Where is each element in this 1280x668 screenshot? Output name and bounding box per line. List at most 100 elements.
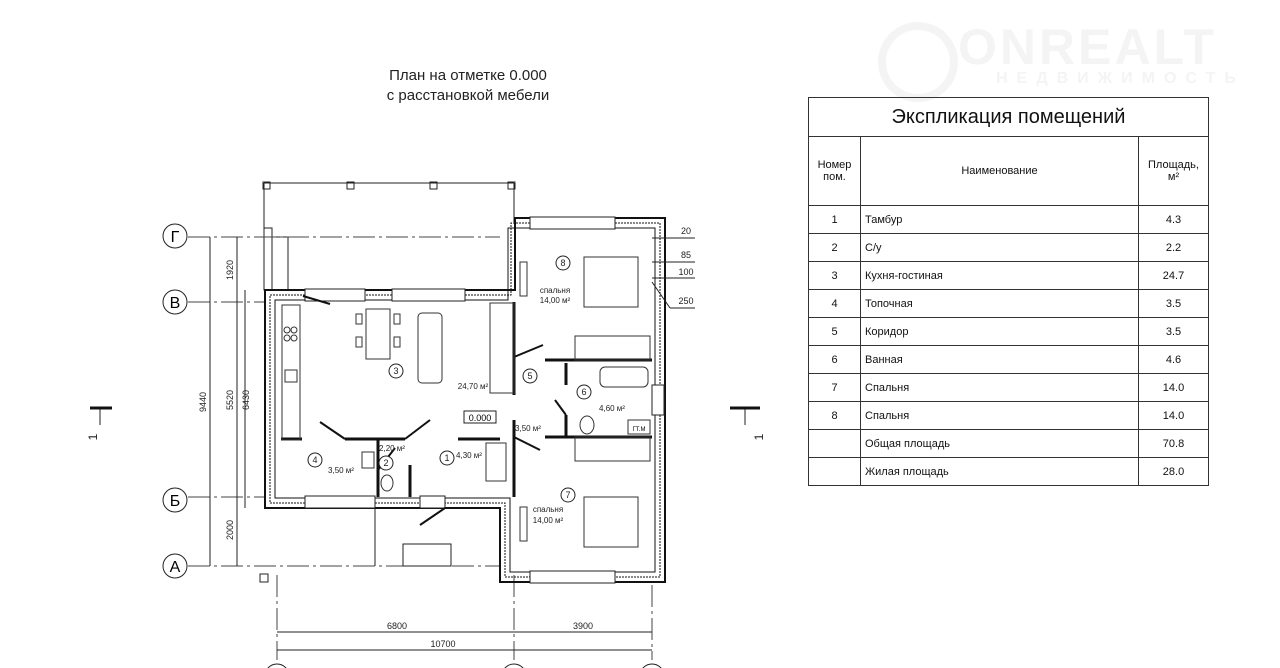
dim-wall-85: 85 <box>681 250 691 260</box>
svg-text:8: 8 <box>560 258 565 268</box>
room-4: 4 3,50 м² <box>307 452 354 475</box>
table-header: Номер пом. Наименование Площадь, м² <box>808 136 1209 206</box>
svg-text:24,70 м²: 24,70 м² <box>458 382 489 391</box>
toilet-icon <box>579 415 595 435</box>
dim-bottom-2: 3900 <box>573 621 593 631</box>
row-num: 1 <box>808 205 861 234</box>
room-schedule-table: Экспликация помещений Номер пом. Наимено… <box>808 97 1209 486</box>
row-num: 8 <box>808 401 861 430</box>
plan-title-line1: План на отметке 0.000 <box>389 67 547 84</box>
row-name: Коридор <box>860 317 1139 346</box>
dining-table <box>365 308 391 360</box>
row-area: 3.5 <box>1138 317 1209 346</box>
row-name: Жилая площадь <box>860 457 1139 486</box>
header-num: Номер пом. <box>808 136 861 206</box>
row-area: 4.3 <box>1138 205 1209 234</box>
svg-text:4,30 м²: 4,30 м² <box>456 451 482 460</box>
svg-text:2: 2 <box>383 458 388 468</box>
terrace <box>262 181 516 291</box>
room-5: 5 3,50 м² <box>515 368 541 433</box>
room-2: 2 2,20 м² <box>378 444 405 471</box>
furniture <box>281 256 651 548</box>
sink-icon <box>284 369 298 383</box>
room-3: 3 24,70 м² <box>388 363 489 391</box>
level-mark-box <box>463 410 497 424</box>
row-area: 2.2 <box>1138 233 1209 262</box>
boiler-label: ГТ.М <box>633 427 646 433</box>
kitchen-counter <box>281 304 301 441</box>
level-mark: 0.000 <box>469 413 492 423</box>
svg-text:спальня: спальня <box>540 286 570 295</box>
dim-bottom-1: 6800 <box>387 621 407 631</box>
svg-text:3,50 м²: 3,50 м² <box>515 424 541 433</box>
dim-left-1: 1920 <box>225 260 235 280</box>
svg-text:6: 6 <box>581 387 586 397</box>
row-area: 70.8 <box>1138 429 1209 458</box>
svg-text:3,50 м²: 3,50 м² <box>328 466 354 475</box>
watermark-logo: ONREALT НЕДВИЖИМОСТЬ <box>878 18 1245 102</box>
svg-text:7: 7 <box>565 490 570 500</box>
row-area: 3.5 <box>1138 289 1209 318</box>
row-name: Топочная <box>860 289 1139 318</box>
row-name: Тамбур <box>860 205 1139 234</box>
dim-wall-250: 250 <box>678 296 693 306</box>
axis-markers: Г В Б А <box>162 223 662 668</box>
axis-label-a: А <box>170 559 181 576</box>
svg-text:2,20 м²: 2,20 м² <box>379 444 405 453</box>
row-area: 14.0 <box>1138 401 1209 430</box>
plan-title: План на отметке 0.000 с расстановкой меб… <box>318 66 618 106</box>
row-num: 6 <box>808 345 861 374</box>
header-area: Площадь, м² <box>1138 136 1209 206</box>
dim-wall-100: 100 <box>678 267 693 277</box>
row-name: Общая площадь <box>860 429 1139 458</box>
table-title: Экспликация помещений <box>808 97 1209 137</box>
svg-text:4,60 м²: 4,60 м² <box>599 404 625 413</box>
svg-text:спальня: спальня <box>533 505 563 514</box>
bed-7 <box>583 496 639 548</box>
axis-label-v: В <box>170 295 181 312</box>
row-area: 14.0 <box>1138 373 1209 402</box>
row-name: Ванная <box>860 345 1139 374</box>
row-num: 3 <box>808 261 861 290</box>
bed-8 <box>583 256 639 308</box>
dim-left-3: 2000 <box>225 520 235 540</box>
room-6: 6 4,60 м² <box>576 384 625 413</box>
svg-text:5: 5 <box>527 371 532 381</box>
row-name: Спальня <box>860 373 1139 402</box>
row-name: Кухня-гостиная <box>860 261 1139 290</box>
svg-text:1: 1 <box>444 453 449 463</box>
sofa <box>417 312 443 384</box>
row-num: 4 <box>808 289 861 318</box>
room-1: 1 4,30 м² <box>439 450 482 466</box>
svg-text:4: 4 <box>312 455 317 465</box>
stairs <box>485 442 507 482</box>
row-area: 4.6 <box>1138 345 1209 374</box>
bathtub-icon <box>599 366 649 388</box>
boiler <box>627 419 651 435</box>
section-label-left: 1 <box>86 433 100 440</box>
watermark-brand: ONREALT <box>958 19 1217 75</box>
watermark-sub: НЕДВИЖИМОСТЬ <box>996 70 1245 87</box>
windows <box>304 216 665 584</box>
washbasin-icon <box>361 451 375 469</box>
row-area: 28.0 <box>1138 457 1209 486</box>
section-label-right: 1 <box>752 433 766 440</box>
dim-wall-20: 20 <box>681 226 691 236</box>
row-num: 2 <box>808 233 861 262</box>
svg-text:14,00 м²: 14,00 м² <box>540 296 571 305</box>
row-num <box>808 429 861 458</box>
row-num: 7 <box>808 373 861 402</box>
svg-text:3: 3 <box>393 366 398 376</box>
row-num: 5 <box>808 317 861 346</box>
walls <box>264 217 666 583</box>
